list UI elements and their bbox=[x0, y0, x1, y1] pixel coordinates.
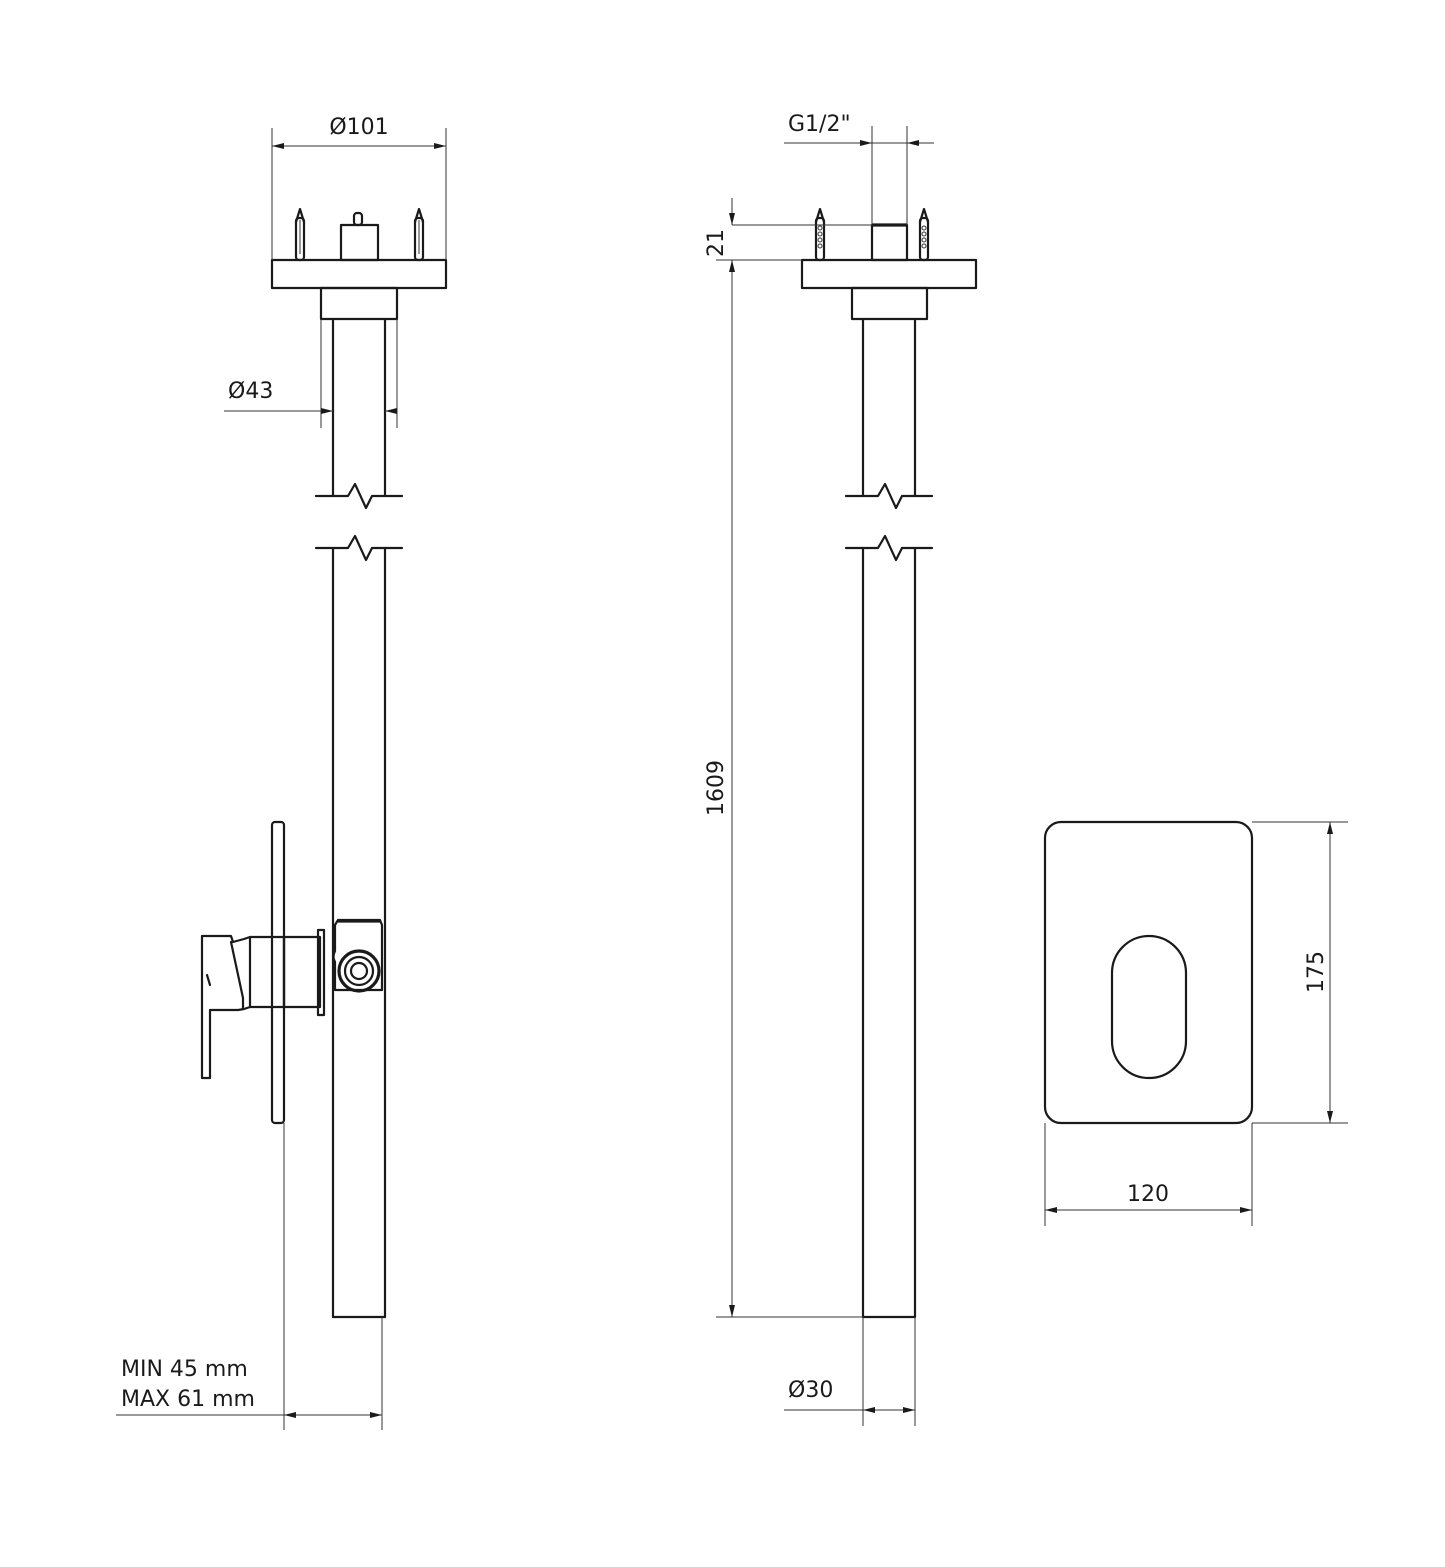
dimension-overall-length: 1609 bbox=[704, 260, 863, 1318]
label-pipe-diameter: Ø30 bbox=[788, 1378, 833, 1403]
anchor-screw-icon bbox=[294, 207, 306, 262]
dimension-thread-height: 21 bbox=[704, 198, 872, 261]
anchor-screw-icon bbox=[918, 207, 930, 262]
threaded-nipple bbox=[870, 223, 909, 262]
dimension-plate-height: 175 bbox=[1252, 821, 1348, 1124]
label-plate-height: 175 bbox=[1304, 951, 1329, 993]
label-tube-diameter: Ø43 bbox=[228, 379, 273, 404]
wall-plate bbox=[270, 820, 286, 1125]
cover-plate bbox=[1043, 820, 1254, 1125]
label-wall-depth-max: MAX 61 mm bbox=[121, 1387, 255, 1412]
label-wall-depth-min: MIN 45 mm bbox=[121, 1357, 248, 1382]
anchor-screw-icon bbox=[413, 207, 425, 262]
break-line-upper bbox=[314, 482, 404, 510]
break-line-upper bbox=[844, 482, 934, 510]
cover-plate-view: 175 120 bbox=[1043, 820, 1348, 1226]
ceiling-flange bbox=[270, 207, 448, 321]
dimension-tube-diameter: Ø43 bbox=[224, 319, 398, 428]
label-thread-height: 21 bbox=[704, 229, 729, 257]
side-view: Ø101 Ø43 MIN 45 mm MAX 61 mm bbox=[116, 115, 448, 1430]
lever-handle bbox=[200, 934, 286, 1080]
dimension-plate-width: 120 bbox=[1044, 1123, 1253, 1226]
lever-slot bbox=[1110, 934, 1188, 1080]
dimension-thread: G1/2" bbox=[784, 112, 934, 225]
outlet-ring bbox=[337, 949, 381, 993]
front-view: G1/2" 21 1609 Ø30 bbox=[704, 112, 978, 1426]
center-pin-icon bbox=[339, 211, 380, 262]
label-flange-diameter: Ø101 bbox=[329, 115, 388, 140]
concealed-mixer bbox=[200, 820, 384, 1125]
break-line-lower bbox=[314, 534, 404, 562]
break-line-lower bbox=[844, 534, 934, 562]
dimension-wall-depth: MIN 45 mm MAX 61 mm bbox=[116, 1123, 383, 1430]
label-plate-width: 120 bbox=[1127, 1182, 1169, 1207]
anchor-screw-icon bbox=[814, 207, 826, 262]
label-overall-length: 1609 bbox=[704, 760, 729, 816]
ceiling-flange-front bbox=[800, 207, 978, 321]
label-thread: G1/2" bbox=[788, 112, 851, 137]
dimension-flange-diameter: Ø101 bbox=[271, 115, 447, 260]
dimension-pipe-diameter: Ø30 bbox=[784, 1317, 916, 1426]
